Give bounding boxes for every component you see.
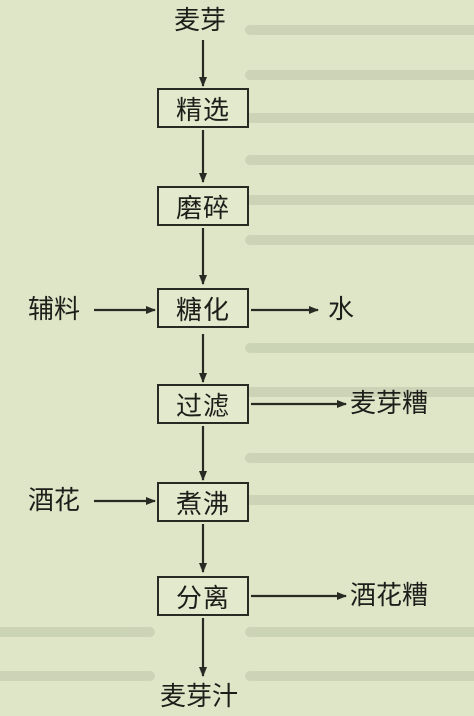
input-label-1: 辅料 (28, 295, 81, 325)
input-label-2: 酒花 (28, 486, 81, 516)
flow-end-label: 麦芽汁 (160, 682, 239, 712)
process-step-1: 精选 (157, 88, 249, 128)
process-step-4: 过滤 (157, 384, 249, 424)
output-label-2: 麦芽糟 (350, 389, 429, 419)
process-step-2: 磨碎 (157, 186, 249, 226)
process-step-6: 分离 (157, 576, 249, 616)
output-label-3: 酒花糟 (350, 581, 429, 611)
process-step-3: 糖化 (157, 288, 249, 328)
flow-start-label: 麦芽 (174, 6, 227, 36)
output-label-1: 水 (328, 295, 355, 325)
process-step-5: 煮沸 (157, 482, 249, 522)
